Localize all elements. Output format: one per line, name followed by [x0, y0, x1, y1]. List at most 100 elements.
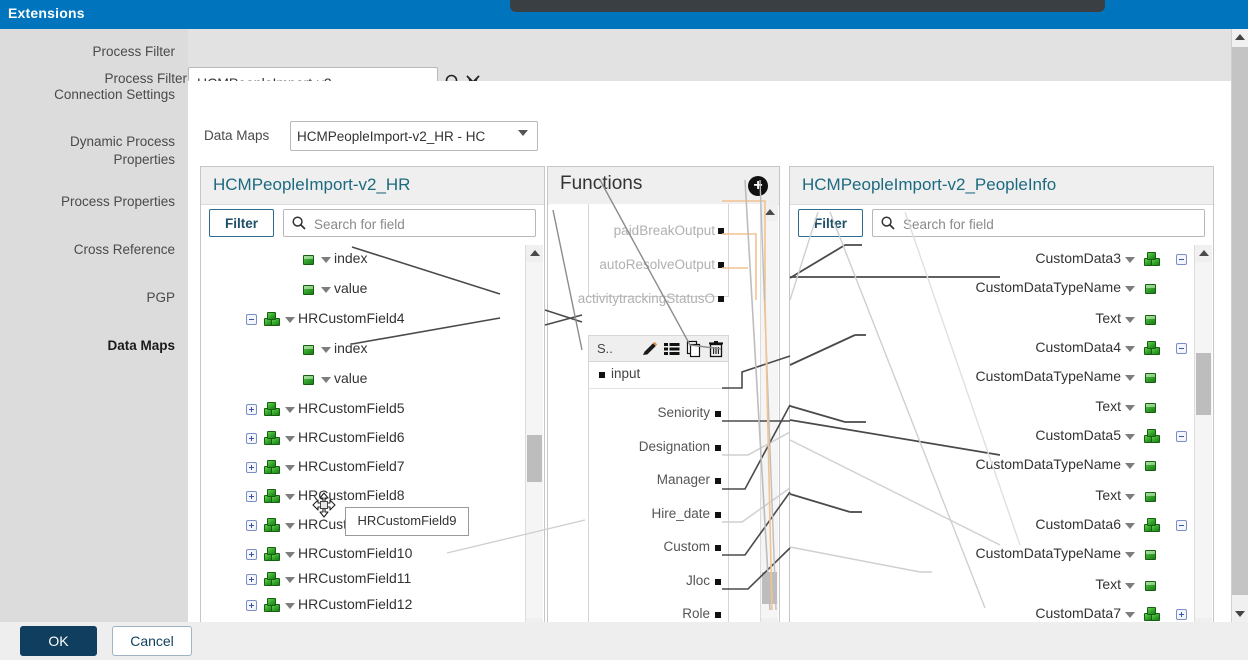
functions-scrollbar[interactable] — [760, 204, 778, 622]
tree-expander-plus-icon[interactable] — [246, 600, 257, 611]
tree-row[interactable]: CustomData6 — [791, 511, 1197, 540]
output-port[interactable] — [715, 511, 721, 518]
tree-caret-icon[interactable] — [1125, 375, 1135, 381]
scroll-up-icon[interactable] — [1232, 29, 1248, 45]
tree-expander-minus-icon[interactable] — [1176, 431, 1187, 442]
tree-expander-minus-icon[interactable] — [1176, 254, 1187, 265]
output-port[interactable] — [715, 545, 721, 551]
tree-caret-icon[interactable] — [321, 257, 331, 263]
input-port[interactable] — [599, 372, 605, 378]
tree-caret-icon[interactable] — [1125, 583, 1135, 589]
tree-caret-icon[interactable] — [321, 287, 331, 293]
tree-row[interactable]: CustomDataTypeName — [791, 540, 1197, 569]
scrollbar-thumb[interactable] — [1232, 47, 1248, 595]
tree-caret-icon[interactable] — [321, 347, 331, 353]
tree-expander-plus-icon[interactable] — [1176, 609, 1187, 620]
tree-row[interactable]: CustomData3 — [791, 245, 1197, 274]
target-tree-scrollbar[interactable] — [1194, 245, 1212, 622]
sidebar-item-dynamic-process-properties-l2[interactable]: Properties — [113, 152, 175, 167]
tree-row[interactable]: Text — [791, 571, 1197, 600]
tree-caret-icon[interactable] — [285, 577, 295, 583]
tree-caret-icon[interactable] — [1125, 463, 1135, 469]
scroll-down-icon[interactable] — [1232, 606, 1248, 622]
tree-row[interactable]: Text — [791, 393, 1197, 422]
output-port[interactable] — [718, 296, 724, 302]
tree-caret-icon[interactable] — [285, 552, 295, 558]
tree-caret-icon[interactable] — [1125, 494, 1135, 500]
scrollbar-thumb[interactable] — [1196, 353, 1211, 415]
tree-caret-icon[interactable] — [1125, 612, 1135, 618]
tree-expander-plus-icon[interactable] — [246, 549, 257, 560]
tree-caret-icon[interactable] — [285, 465, 295, 471]
tree-row[interactable]: CustomDataTypeName — [791, 363, 1197, 392]
tree-expander-plus-icon[interactable] — [246, 491, 257, 502]
target-filter-button[interactable]: Filter — [798, 209, 863, 237]
sidebar-item-process-properties[interactable]: Process Properties — [60, 194, 175, 209]
tree-caret-icon[interactable] — [1125, 552, 1135, 558]
tree-caret-icon[interactable] — [1125, 346, 1135, 352]
tree-expander-plus-icon[interactable] — [246, 404, 257, 415]
tree-row[interactable]: CustomData5 — [791, 422, 1197, 451]
tree-caret-icon[interactable] — [285, 317, 295, 323]
tree-caret-icon[interactable] — [1125, 317, 1135, 323]
tree-expander-minus-icon[interactable] — [246, 314, 257, 325]
tree-expander-plus-icon[interactable] — [246, 520, 257, 531]
output-port[interactable] — [715, 578, 721, 585]
scroll-down-icon[interactable] — [761, 618, 778, 622]
copy-icon[interactable] — [685, 340, 703, 358]
output-port[interactable] — [718, 228, 724, 234]
tree-caret-icon[interactable] — [285, 523, 295, 529]
tree-caret-icon[interactable] — [321, 377, 331, 383]
output-port[interactable] — [715, 411, 721, 417]
dialog-scrollbar[interactable] — [1231, 29, 1248, 622]
scroll-up-icon[interactable] — [761, 204, 778, 221]
tree-expander-minus-icon[interactable] — [1176, 343, 1187, 354]
tree-row[interactable]: CustomDataTypeName — [791, 451, 1197, 480]
trash-icon[interactable] — [707, 340, 725, 358]
list-icon[interactable] — [663, 340, 681, 358]
tree-row[interactable]: Text — [791, 482, 1197, 511]
sidebar-item-data-maps[interactable]: Data Maps — [107, 338, 175, 353]
scroll-down-icon[interactable] — [526, 618, 543, 622]
tree-row[interactable]: Text — [791, 305, 1197, 334]
tree-row[interactable]: CustomDataTypeName — [791, 274, 1197, 303]
sidebar-item-pgp[interactable]: PGP — [146, 290, 175, 305]
tree-caret-icon[interactable] — [1125, 523, 1135, 529]
tree-caret-icon[interactable] — [285, 407, 295, 413]
tree-expander-minus-icon[interactable] — [1176, 520, 1187, 531]
scroll-up-icon[interactable] — [1195, 245, 1212, 262]
sidebar-item-dynamic-process-properties-l1[interactable]: Dynamic Process — [69, 134, 175, 149]
target-search-box[interactable] — [872, 209, 1205, 238]
sidebar-item-process-filter[interactable]: Process Filter — [92, 44, 175, 59]
data-maps-select[interactable]: HCMPeopleImport-v2_HR - HC — [290, 121, 538, 151]
tree-caret-icon[interactable] — [1125, 434, 1135, 440]
tree-row[interactable]: CustomData4 — [791, 334, 1197, 363]
tree-caret-icon[interactable] — [1125, 405, 1135, 411]
tree-caret-icon[interactable] — [285, 494, 295, 500]
output-port[interactable] — [715, 612, 721, 618]
add-function-icon[interactable]: + — [748, 176, 768, 196]
cancel-button[interactable]: Cancel — [112, 626, 192, 656]
tree-expander-plus-icon[interactable] — [246, 574, 257, 585]
source-tree-scrollbar[interactable] — [525, 245, 543, 622]
tree-caret-icon[interactable] — [285, 603, 295, 609]
scrollbar-thumb[interactable] — [527, 435, 542, 482]
output-port[interactable] — [718, 262, 724, 268]
output-port[interactable] — [715, 478, 721, 484]
sidebar-item-cross-reference[interactable]: Cross Reference — [73, 242, 175, 257]
tree-caret-icon[interactable] — [1125, 257, 1135, 263]
scroll-up-icon[interactable] — [526, 245, 543, 262]
source-search-input[interactable] — [312, 210, 531, 238]
ok-button[interactable]: OK — [20, 626, 97, 656]
sidebar-item-connection-settings[interactable]: Connection Settings — [54, 87, 175, 102]
tree-caret-icon[interactable] — [285, 436, 295, 442]
tree-expander-plus-icon[interactable] — [246, 433, 257, 444]
scroll-down-icon[interactable] — [1195, 618, 1212, 622]
tree-expander-plus-icon[interactable] — [246, 462, 257, 473]
output-port[interactable] — [715, 444, 721, 451]
